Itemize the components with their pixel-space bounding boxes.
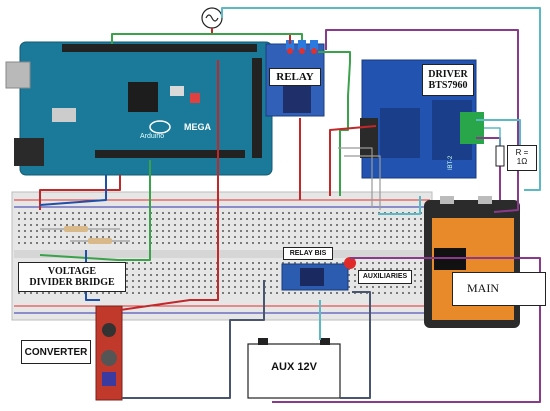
ac-source-icon	[201, 7, 223, 29]
resistor-label-line1: R =	[515, 148, 529, 158]
led-indicator	[344, 257, 356, 269]
resistor-label-line2: 1Ω	[516, 157, 528, 166]
usb-port	[5, 61, 31, 89]
driver-header	[360, 118, 378, 158]
wire-green-top	[111, 33, 303, 44]
breadboard	[11, 191, 433, 321]
wire-green-divider	[39, 160, 151, 261]
driver-board-text: IBT-2	[448, 155, 454, 170]
voltage-divider-label: VOLTAGE DIVIDER BRIDGE	[18, 262, 126, 292]
wire-cyan-top	[221, 7, 541, 191]
voltage-divider-line2: DIVIDER BRIDGE	[29, 277, 115, 288]
reset-button	[190, 93, 200, 103]
driver-label: DRIVER BTS7960	[422, 64, 474, 96]
wire-gray-return	[340, 291, 371, 399]
aux-battery-label: AUX 12V	[271, 361, 317, 373]
resistor-symbol	[495, 145, 505, 167]
wire-cyan-breadboard	[378, 196, 421, 215]
wire-red-driver	[329, 125, 377, 196]
header-bottom	[95, 150, 245, 158]
driver-label-line1: DRIVER	[428, 69, 468, 80]
arduino-model-text: MEGA	[184, 122, 212, 132]
relay-bis-label: RELAY BIS	[283, 247, 333, 260]
main-battery	[424, 196, 520, 328]
header-top	[62, 44, 257, 52]
relay-coil	[283, 83, 311, 113]
driver-terminal	[460, 112, 484, 144]
wire-thin-a	[338, 147, 373, 208]
arduino-logo-text: Arduino	[140, 133, 164, 140]
converter-module	[95, 305, 123, 401]
auxiliaries-label: AUXILIARIES	[358, 270, 412, 284]
voltage-divider-resistors	[40, 226, 130, 244]
aux-battery	[247, 338, 341, 399]
arduino-logo-icon	[149, 120, 171, 134]
relay-label: RELAY	[269, 68, 321, 86]
wire-resistor	[484, 127, 501, 146]
driver-label-line2: BTS7960	[428, 80, 468, 91]
arduino-mega-board: MEGA Arduino	[5, 41, 273, 176]
voltage-divider-line1: VOLTAGE	[47, 266, 97, 277]
converter-label: CONVERTER	[21, 340, 91, 364]
microcontroller-chip	[128, 82, 158, 112]
resistor-label: R = 1Ω	[507, 145, 537, 171]
power-jack	[14, 138, 44, 166]
wire-purple-top	[325, 29, 519, 213]
wire-thin-b	[344, 155, 381, 210]
main-label: MAIN	[452, 272, 546, 306]
wire-red-converter	[119, 60, 219, 311]
wire-red-power	[39, 175, 121, 210]
wire-gray-aux	[122, 280, 265, 399]
wire-purple-bottom	[272, 257, 541, 403]
relay-bis-module	[281, 257, 356, 291]
header-right	[252, 58, 262, 158]
wires	[39, 7, 541, 403]
wire-blue-gnd	[39, 175, 107, 206]
